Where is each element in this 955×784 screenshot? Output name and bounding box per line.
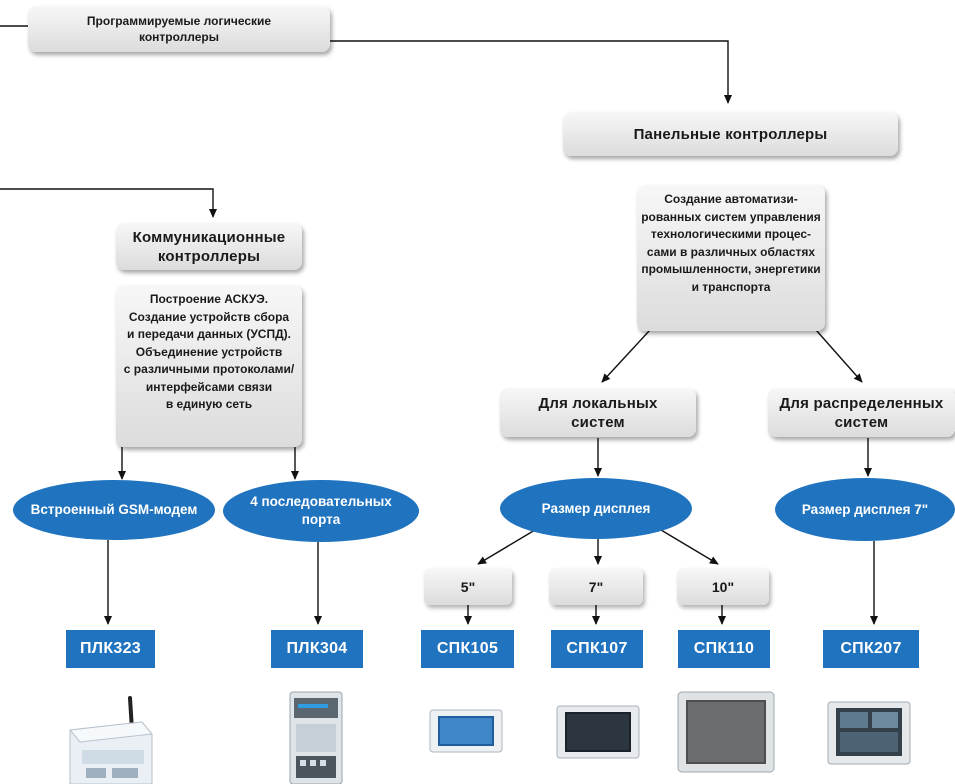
model-plk304: ПЛК304 bbox=[271, 630, 363, 668]
spk110-device-image bbox=[677, 691, 775, 773]
node-panel-controllers: Панельные контроллеры bbox=[563, 112, 898, 156]
line-display-to-5 bbox=[477, 526, 541, 565]
ellipse-display-size: Размер дисплея bbox=[500, 478, 692, 539]
node-plc: Программируемые логические контроллеры bbox=[28, 6, 330, 52]
model-spk105: СПК105 bbox=[421, 630, 514, 668]
node-local-systems: Для локальных систем bbox=[500, 388, 696, 437]
line-top-to-panel bbox=[330, 40, 732, 104]
line-left-to-comm bbox=[0, 188, 217, 218]
spk105-device-image bbox=[429, 709, 503, 753]
spk207-device-image bbox=[827, 701, 911, 765]
node-distributed-systems: Для распределенных систем bbox=[768, 388, 955, 437]
model-spk110: СПК110 bbox=[678, 630, 770, 668]
line-desc-to-local bbox=[601, 329, 651, 383]
model-plk323: ПЛК323 bbox=[66, 630, 155, 668]
ellipse-serial-ports: 4 последовательных порта bbox=[223, 480, 419, 542]
spk107-device-image bbox=[556, 705, 640, 759]
model-spk207: СПК207 bbox=[823, 630, 919, 668]
ellipse-gsm-modem: Встроенный GSM-модем bbox=[13, 480, 215, 540]
node-panel-description: Создание автоматизи- рованных систем упр… bbox=[637, 185, 825, 331]
line-display-to-10 bbox=[655, 526, 719, 565]
node-comm-controllers: Коммуникационные контроллеры bbox=[116, 223, 302, 270]
node-comm-description: Построение АСКУЭ. Создание устройств сбо… bbox=[116, 285, 302, 447]
size-10-inch: 10" bbox=[677, 568, 769, 605]
model-spk107: СПК107 bbox=[551, 630, 643, 668]
size-7-inch: 7" bbox=[549, 568, 643, 605]
line-desc-to-dist bbox=[815, 329, 863, 383]
ellipse-display-size-7: Размер дисплея 7" bbox=[775, 478, 955, 541]
plk323-device-image bbox=[69, 696, 153, 784]
plk304-device-image bbox=[289, 691, 343, 784]
size-5-inch: 5" bbox=[424, 568, 512, 605]
